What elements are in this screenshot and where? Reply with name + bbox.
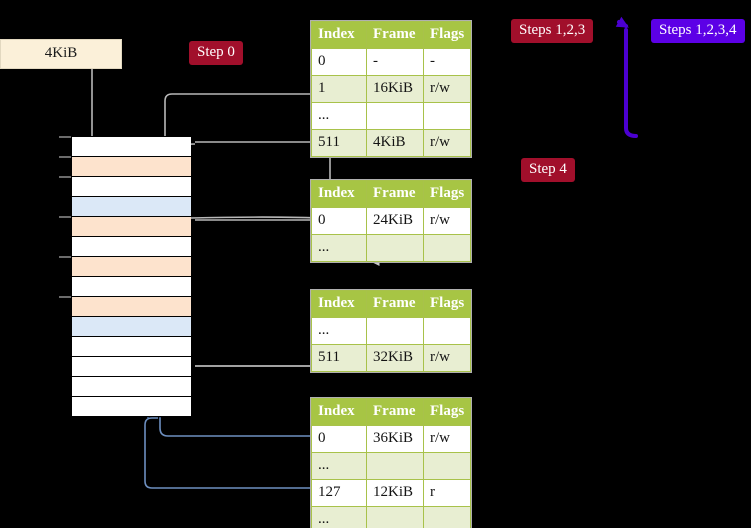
memory-frame-row	[72, 257, 191, 277]
memory-frame-row	[72, 337, 191, 357]
memory-frame-row	[72, 137, 191, 157]
badge-steps-1-2-3-4: Steps 1,2,3,4	[651, 19, 745, 43]
col-header-flags: Flags	[422, 21, 472, 49]
cell-index: 0	[311, 425, 367, 453]
cell-frame: -	[366, 48, 424, 76]
memory-tick-mark	[59, 216, 71, 218]
memory-frame-row	[72, 397, 191, 417]
table-row: ...	[311, 234, 472, 262]
cell-flags	[422, 317, 472, 345]
cell-index: 0	[311, 207, 367, 235]
memory-frame-row	[72, 297, 191, 317]
cell-frame: 16KiB	[366, 75, 424, 103]
col-header-index: Index	[311, 180, 367, 208]
memory-tick-mark	[59, 296, 71, 298]
cell-flags: r	[422, 479, 472, 507]
table-header-row: Index Frame Flags	[311, 398, 472, 426]
cell-frame	[366, 452, 424, 480]
cell-index: 1	[311, 75, 367, 103]
memory-tick-mark	[59, 136, 71, 138]
cell-frame	[366, 317, 424, 345]
size-label-4kib: 4KiB	[0, 39, 122, 69]
cell-frame	[366, 234, 424, 262]
col-header-flags: Flags	[422, 290, 472, 318]
col-header-index: Index	[311, 290, 367, 318]
memory-frame-row	[72, 157, 191, 177]
wire-pt-127-left	[144, 417, 311, 489]
badge-steps-1-2-3: Steps 1,2,3	[511, 19, 594, 43]
cell-flags	[422, 452, 472, 480]
physical-memory-column	[71, 136, 191, 417]
memory-frame-row	[72, 197, 191, 217]
memory-frame-row	[72, 357, 191, 377]
col-header-index: Index	[311, 21, 367, 49]
cell-flags	[422, 234, 472, 262]
cell-index: ...	[311, 234, 367, 262]
table-row: ...	[311, 506, 472, 528]
col-header-flags: Flags	[422, 180, 472, 208]
col-header-frame: Frame	[366, 290, 424, 318]
col-header-frame: Frame	[366, 398, 424, 426]
wire-violet-return	[624, 28, 638, 138]
badge-step-0: Step 0	[189, 41, 243, 65]
cell-flags: r/w	[422, 425, 472, 453]
memory-frame-row	[72, 217, 191, 237]
cell-flags	[422, 102, 472, 130]
memory-frame-row	[72, 237, 191, 257]
cell-index: 511	[311, 129, 367, 157]
col-header-frame: Frame	[366, 180, 424, 208]
memory-frame-row	[72, 277, 191, 297]
cell-flags: r/w	[422, 129, 472, 157]
memory-frame-row	[72, 377, 191, 397]
cell-index: 511	[311, 344, 367, 372]
memory-tick-mark	[59, 176, 71, 178]
cell-flags: r/w	[422, 344, 472, 372]
cell-frame: 32KiB	[366, 344, 424, 372]
cell-flags	[422, 506, 472, 528]
cell-frame: 36KiB	[366, 425, 424, 453]
table-row: ...	[311, 102, 472, 130]
col-header-index: Index	[311, 398, 367, 426]
cell-index: 127	[311, 479, 367, 507]
cell-frame: 4KiB	[366, 129, 424, 157]
cell-index: ...	[311, 452, 367, 480]
table-row: ...	[311, 317, 472, 345]
table-header-row: Index Frame Flags	[311, 21, 472, 49]
col-header-frame: Frame	[366, 21, 424, 49]
table-row: 0--	[311, 48, 472, 76]
wire-pt-0-left	[159, 418, 311, 437]
cell-flags: -	[422, 48, 472, 76]
memory-frame-row	[72, 177, 191, 197]
col-header-flags: Flags	[422, 398, 472, 426]
cell-flags: r/w	[422, 75, 472, 103]
cell-frame	[366, 506, 424, 528]
cell-index: ...	[311, 317, 367, 345]
badge-step-4: Step 4	[521, 158, 575, 182]
memory-tick-mark	[59, 256, 71, 258]
cell-index: ...	[311, 102, 367, 130]
cell-flags: r/w	[422, 207, 472, 235]
cell-index: 0	[311, 48, 367, 76]
table-header-row: Index Frame Flags	[311, 290, 472, 318]
cell-frame: 24KiB	[366, 207, 424, 235]
table-row: ...	[311, 452, 472, 480]
memory-frame-row	[72, 317, 191, 337]
cell-index: ...	[311, 506, 367, 528]
table-header-row: Index Frame Flags	[311, 180, 472, 208]
wire-violet-arrowhead	[615, 16, 629, 28]
cell-frame: 12KiB	[366, 479, 424, 507]
memory-tick-mark	[59, 156, 71, 158]
cell-frame	[366, 102, 424, 130]
